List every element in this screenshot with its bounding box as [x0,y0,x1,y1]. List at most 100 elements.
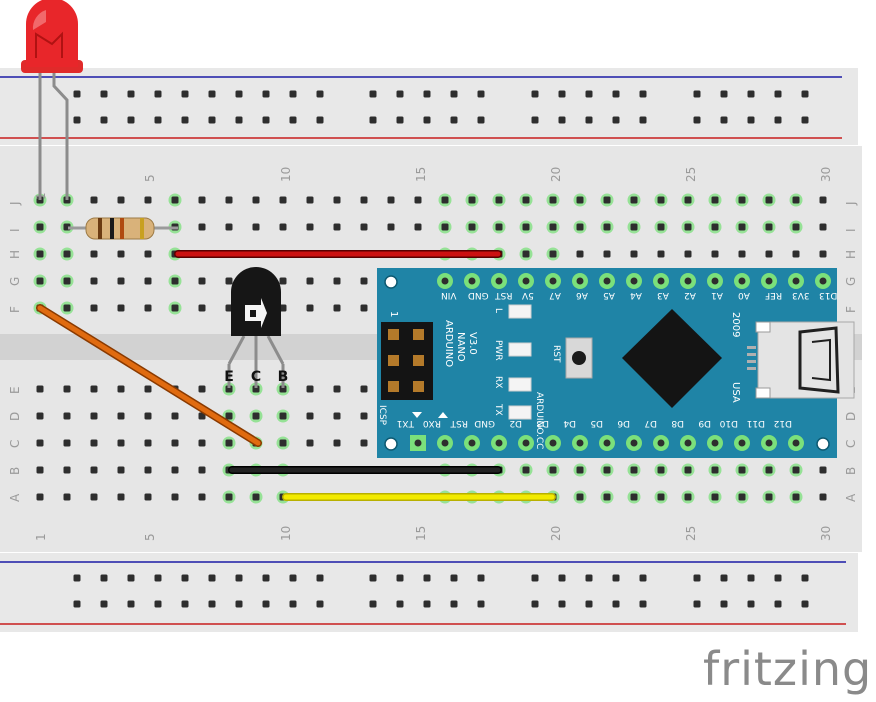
hole[interactable] [693,574,701,582]
hole[interactable] [144,412,152,420]
hole[interactable] [558,90,566,98]
hole[interactable] [306,385,314,393]
hole[interactable] [639,600,647,608]
hole[interactable] [738,223,746,231]
hole[interactable] [765,466,773,474]
hole[interactable] [316,90,324,98]
hole[interactable] [262,600,270,608]
hole[interactable] [531,90,539,98]
hole[interactable] [792,493,800,501]
hole[interactable] [100,116,108,124]
hole[interactable] [144,439,152,447]
hole[interactable] [558,574,566,582]
hole[interactable] [792,250,800,258]
hole[interactable] [612,116,620,124]
hole[interactable] [531,116,539,124]
hole[interactable] [127,116,135,124]
hole[interactable] [612,574,620,582]
hole[interactable] [657,250,665,258]
hole[interactable] [477,574,485,582]
hole[interactable] [225,493,233,501]
reset-button[interactable] [565,337,593,379]
hole[interactable] [549,196,557,204]
hole[interactable] [279,196,287,204]
hole[interactable] [36,277,44,285]
hole[interactable] [198,412,206,420]
hole[interactable] [225,277,233,285]
hole[interactable] [127,90,135,98]
hole[interactable] [360,277,368,285]
hole[interactable] [171,439,179,447]
hole[interactable] [63,466,71,474]
hole[interactable] [181,600,189,608]
hole[interactable] [225,412,233,420]
hole[interactable] [765,223,773,231]
hole[interactable] [387,223,395,231]
hole[interactable] [90,493,98,501]
hole[interactable] [774,574,782,582]
hole[interactable] [360,196,368,204]
hole[interactable] [252,385,260,393]
hole[interactable] [630,250,638,258]
hole[interactable] [549,466,557,474]
hole[interactable] [127,600,135,608]
hole[interactable] [585,600,593,608]
hole[interactable] [765,250,773,258]
hole[interactable] [819,466,827,474]
hole[interactable] [63,385,71,393]
hole[interactable] [450,574,458,582]
hole[interactable] [792,466,800,474]
hole[interactable] [36,223,44,231]
hole[interactable] [747,600,755,608]
hole[interactable] [36,466,44,474]
hole[interactable] [738,466,746,474]
hole[interactable] [252,412,260,420]
hole[interactable] [792,223,800,231]
hole[interactable] [684,223,692,231]
hole[interactable] [316,600,324,608]
hole[interactable] [423,600,431,608]
hole[interactable] [612,600,620,608]
hole[interactable] [171,196,179,204]
hole[interactable] [171,412,179,420]
hole[interactable] [208,90,216,98]
hole[interactable] [252,196,260,204]
hole[interactable] [387,196,395,204]
hole[interactable] [117,304,125,312]
hole[interactable] [369,600,377,608]
hole[interactable] [765,493,773,501]
hole[interactable] [585,90,593,98]
hole[interactable] [711,466,719,474]
hole[interactable] [765,196,773,204]
hole[interactable] [279,277,287,285]
hole[interactable] [495,223,503,231]
hole[interactable] [306,196,314,204]
hole[interactable] [711,196,719,204]
hole[interactable] [117,493,125,501]
hole[interactable] [181,116,189,124]
hole[interactable] [720,90,728,98]
hole[interactable] [333,223,341,231]
hole[interactable] [63,277,71,285]
hole[interactable] [576,196,584,204]
hole[interactable] [63,412,71,420]
hole[interactable] [333,196,341,204]
hole[interactable] [225,385,233,393]
hole[interactable] [711,493,719,501]
hole[interactable] [117,466,125,474]
hole[interactable] [333,412,341,420]
hole[interactable] [747,116,755,124]
hole[interactable] [792,196,800,204]
hole[interactable] [396,600,404,608]
hole[interactable] [423,574,431,582]
hole[interactable] [549,250,557,258]
hole[interactable] [801,90,809,98]
hole[interactable] [100,574,108,582]
hole[interactable] [90,250,98,258]
hole[interactable] [144,277,152,285]
hole[interactable] [208,574,216,582]
hole[interactable] [603,196,611,204]
hole[interactable] [576,250,584,258]
hole[interactable] [198,466,206,474]
hole[interactable] [36,412,44,420]
